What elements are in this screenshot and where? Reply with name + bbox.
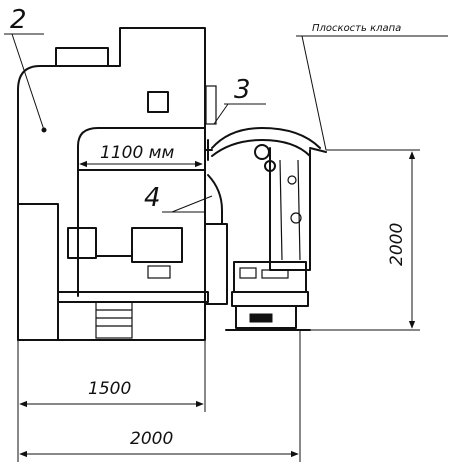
die-stack: [95, 301, 133, 339]
dimension-1500: 1500: [88, 379, 131, 399]
callout-2-label: 2: [10, 5, 27, 35]
dimension-2000-vertical: 2000: [387, 223, 407, 266]
dimension-1100: 1100 мм: [100, 143, 174, 163]
callout-4-label: 4: [144, 183, 161, 213]
top-right-note: Плоскость клапа: [312, 23, 401, 34]
callout-3-label: 3: [234, 75, 251, 105]
leader-lines: [4, 33, 448, 213]
press-machine: [17, 27, 228, 341]
dimension-2000-bottom: 2000: [130, 429, 173, 449]
robot: [205, 127, 327, 331]
dimension-lines: [17, 149, 420, 462]
